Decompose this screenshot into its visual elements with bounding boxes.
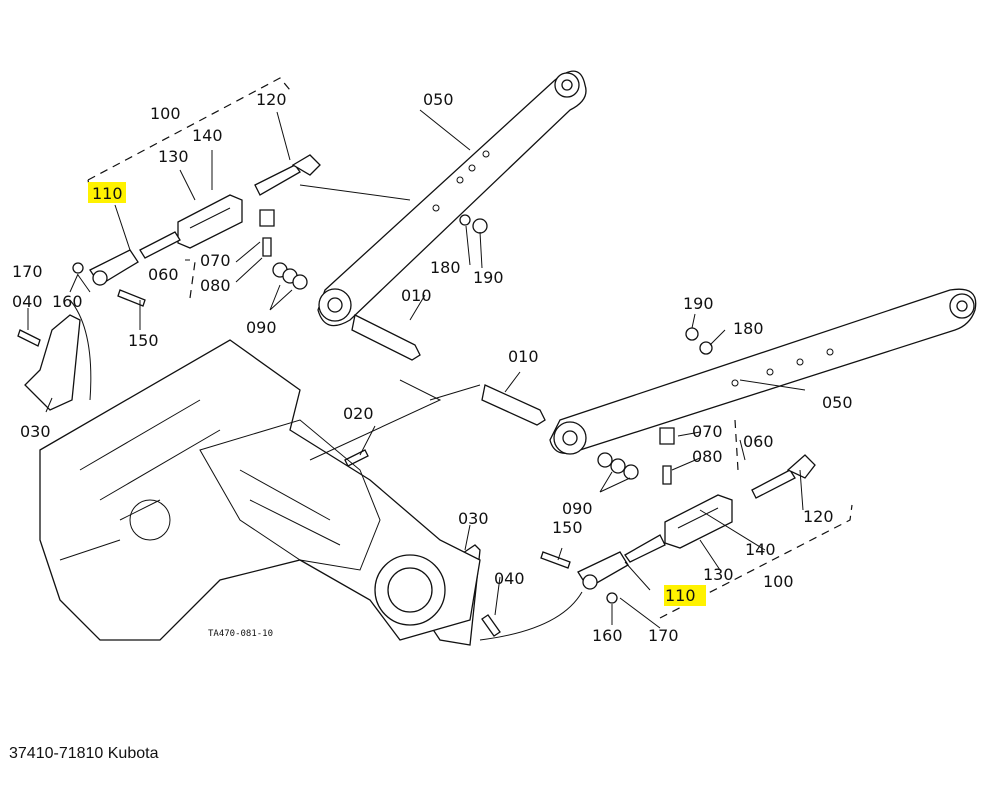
bolt-020 — [344, 449, 369, 467]
part-caption: 37410-71810 Kubota — [9, 745, 159, 762]
bolt-040-right — [481, 614, 501, 637]
label-020: 020 — [343, 404, 374, 423]
label-130-left: 130 — [158, 147, 189, 166]
lower-link-left — [317, 70, 587, 327]
label-060-left: 060 — [148, 265, 179, 284]
leader-lines — [27, 109, 806, 641]
washer-180-left — [459, 214, 471, 226]
label-150-left: 150 — [128, 331, 159, 350]
label-120-left: 120 — [256, 90, 287, 109]
label-050-left: 050 — [423, 90, 454, 109]
label-090-right: 090 — [562, 499, 593, 518]
drawing-code: TA470-081-10 — [208, 629, 273, 639]
turnbuckle-left — [72, 154, 321, 307]
label-080-left: 080 — [200, 276, 231, 295]
right-assembly-group-outline — [659, 419, 853, 619]
label-030-right: 030 — [458, 509, 489, 528]
label-080-right: 080 — [692, 447, 723, 466]
turnbuckle-right — [540, 327, 816, 604]
label-190-right: 190 — [683, 294, 714, 313]
label-060-right: 060 — [743, 432, 774, 451]
label-160-left: 160 — [52, 292, 83, 311]
bolt-040-left — [17, 329, 41, 347]
label-070-left: 070 — [200, 251, 231, 270]
highlight-110-right — [664, 585, 706, 606]
nut-190-left — [472, 218, 488, 234]
label-140-left: 140 — [192, 126, 223, 145]
label-170-right: 170 — [648, 626, 679, 645]
label-190-left: 190 — [473, 268, 504, 287]
transmission-housing — [39, 339, 481, 641]
lower-link-right — [549, 288, 977, 455]
label-030-left: 030 — [20, 422, 51, 441]
label-100-left: 100 — [150, 104, 181, 123]
label-160-right: 160 — [592, 626, 623, 645]
label-170-left: 170 — [12, 262, 43, 281]
label-150-right: 150 — [552, 518, 583, 537]
highlight-110-left — [88, 182, 126, 203]
label-010-right: 010 — [508, 347, 539, 366]
label-090-left: 090 — [246, 318, 277, 337]
label-120-right: 120 — [803, 507, 834, 526]
label-100-right: 100 — [763, 572, 794, 591]
label-180-left: 180 — [430, 258, 461, 277]
label-110-right[interactable]: 110 — [665, 586, 696, 605]
label-040-right: 040 — [494, 569, 525, 588]
pin-left — [351, 314, 421, 361]
label-140-right: 140 — [745, 540, 776, 559]
label-130-right: 130 — [703, 565, 734, 584]
pin-right — [481, 384, 546, 426]
bracket-left — [24, 314, 81, 411]
parts-diagram: 100 120 140 130 110 170 060 070 080 040 … — [12, 70, 977, 646]
label-040-left: 040 — [12, 292, 43, 311]
label-050-right: 050 — [822, 393, 853, 412]
label-110-left[interactable]: 110 — [92, 184, 123, 203]
label-010-left: 010 — [401, 286, 432, 305]
label-070-right: 070 — [692, 422, 723, 441]
label-180-right: 180 — [733, 319, 764, 338]
